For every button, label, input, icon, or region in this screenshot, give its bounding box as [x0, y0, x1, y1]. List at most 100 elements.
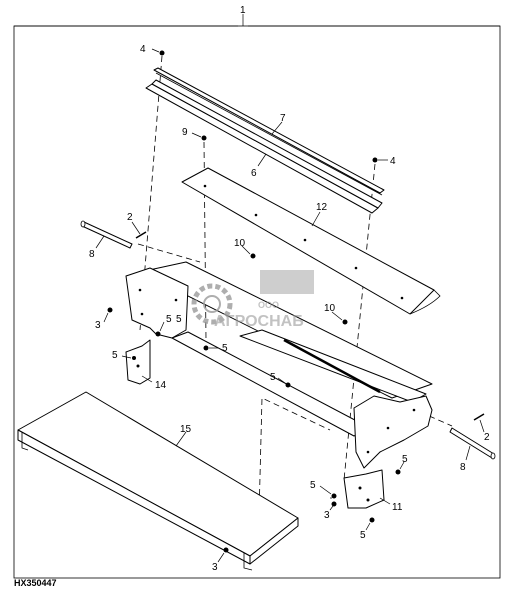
- housing-hole-d: [138, 288, 142, 292]
- callout-8-left: 8: [89, 249, 95, 260]
- callout-8-right: 8: [460, 462, 466, 473]
- bolt-4-right: [372, 157, 378, 163]
- callout-10-upper: 10: [234, 238, 246, 249]
- bolt-10-upper: [250, 253, 256, 259]
- housing-right-end-plate: [353, 395, 433, 469]
- leader-14: [141, 375, 153, 383]
- tray-left-flange: [21, 432, 29, 451]
- part-6-strip-flange: [151, 79, 383, 209]
- part-8-left-rod: [81, 221, 133, 249]
- leader-5c: [277, 377, 286, 384]
- part-6-strip: [145, 83, 379, 214]
- plate-hole-1: [203, 184, 207, 188]
- leader-8b: [465, 445, 471, 461]
- nut-5-e: [331, 493, 337, 499]
- watermark-company-prefix: ООО: [258, 300, 279, 310]
- callout-5-a: 5: [166, 314, 172, 325]
- nut-5-a: [155, 331, 161, 337]
- callout-7: 7: [280, 113, 286, 124]
- leader-12: [311, 211, 321, 227]
- callout-4-left: 4: [140, 44, 146, 55]
- nut-5-d: [395, 469, 401, 475]
- callout-5-bracket: 5: [112, 350, 118, 361]
- leader-4a: [151, 48, 160, 53]
- assembly-line-left-bolt: [139, 55, 163, 331]
- callout-3-left: 3: [95, 320, 101, 331]
- part-15-tray-top: [17, 391, 299, 557]
- nut-5-b: [203, 345, 209, 351]
- part-7-strip-edge: [155, 72, 383, 196]
- callout-5-c: 5: [222, 343, 228, 354]
- bolt-10-lower: [342, 319, 348, 325]
- callout-5-d: 5: [270, 372, 276, 383]
- part-7-strip: [153, 67, 385, 194]
- bracket-14-hole: [136, 364, 140, 368]
- callout-15: 15: [180, 424, 192, 435]
- agrosnab-watermark: ООО АГРОСНАБ: [191, 270, 314, 330]
- leader-3c: [217, 552, 225, 563]
- housing-hole-e: [140, 312, 144, 316]
- nut-3-bottom: [223, 547, 229, 553]
- watermark-gear-hub: [203, 295, 221, 313]
- leader-10a: [241, 245, 251, 255]
- callout-2-right: 2: [484, 432, 490, 443]
- nut-5-c: [285, 382, 291, 388]
- leader-5f: [319, 485, 332, 495]
- callout-5-b: 5: [176, 314, 182, 325]
- watermark-gear-icon: [191, 283, 233, 325]
- nut-5-f: [369, 517, 375, 523]
- housing-hole-b: [386, 426, 390, 430]
- callout-5-right-b: 5: [310, 480, 316, 491]
- bolt-9: [201, 135, 207, 141]
- watermark-building-icon: [260, 270, 314, 294]
- callout-9: 9: [182, 127, 188, 138]
- callout-3-bottom: 3: [212, 562, 218, 573]
- leader-2b: [479, 419, 485, 433]
- figure-id: HX350447: [14, 578, 57, 588]
- housing-hole-a: [412, 408, 416, 412]
- housing-hole-f: [174, 298, 178, 302]
- plate-hole-2: [254, 213, 258, 217]
- leader-3a: [103, 312, 109, 323]
- part-2-left-pin: [135, 231, 147, 239]
- callout-2-left: 2: [127, 212, 133, 223]
- bolt-4-left: [159, 50, 165, 56]
- callout-3-right: 3: [324, 510, 330, 521]
- left-rod-end: [80, 220, 86, 228]
- plate-hole-4: [354, 266, 358, 270]
- leader-15: [175, 431, 187, 447]
- nut-3-left: [107, 307, 113, 313]
- leader-10b: [331, 311, 343, 321]
- right-rod-end: [490, 452, 496, 460]
- leader-8a: [95, 235, 105, 249]
- part-2-right-pin: [473, 413, 485, 421]
- leader-5a: [159, 321, 165, 332]
- housing-channel: [283, 338, 381, 394]
- bracket-11-hole-b: [366, 498, 370, 502]
- part-14-bracket: [125, 339, 151, 385]
- callout-5-right-a: 5: [402, 454, 408, 465]
- callout-11: 11: [392, 502, 403, 513]
- callout-4-right: 4: [390, 156, 396, 167]
- callout-12: 12: [316, 202, 328, 213]
- callout-10-lower: 10: [324, 303, 336, 314]
- assembly-line-left-rod: [137, 243, 201, 263]
- leader-6: [257, 153, 267, 167]
- part-11-bracket: [343, 469, 385, 509]
- plate-hole-3: [303, 238, 307, 242]
- screw-5-bracket: [132, 356, 136, 360]
- nut-3-right: [331, 501, 337, 507]
- callout-6: 6: [251, 168, 257, 179]
- leader-2a: [131, 221, 141, 235]
- leader-5h: [365, 522, 371, 531]
- leader-11: [379, 497, 391, 505]
- diagram-frame: [13, 25, 501, 579]
- tray-right-flange: [243, 553, 253, 571]
- callout-1: 1: [240, 5, 246, 16]
- leader-7: [271, 121, 283, 135]
- bracket-11-hole-a: [358, 486, 362, 490]
- callout-5-right-c: 5: [360, 530, 366, 541]
- watermark-company-name: АГРОСНАБ: [214, 313, 304, 330]
- part-15-tray-right: [249, 517, 299, 565]
